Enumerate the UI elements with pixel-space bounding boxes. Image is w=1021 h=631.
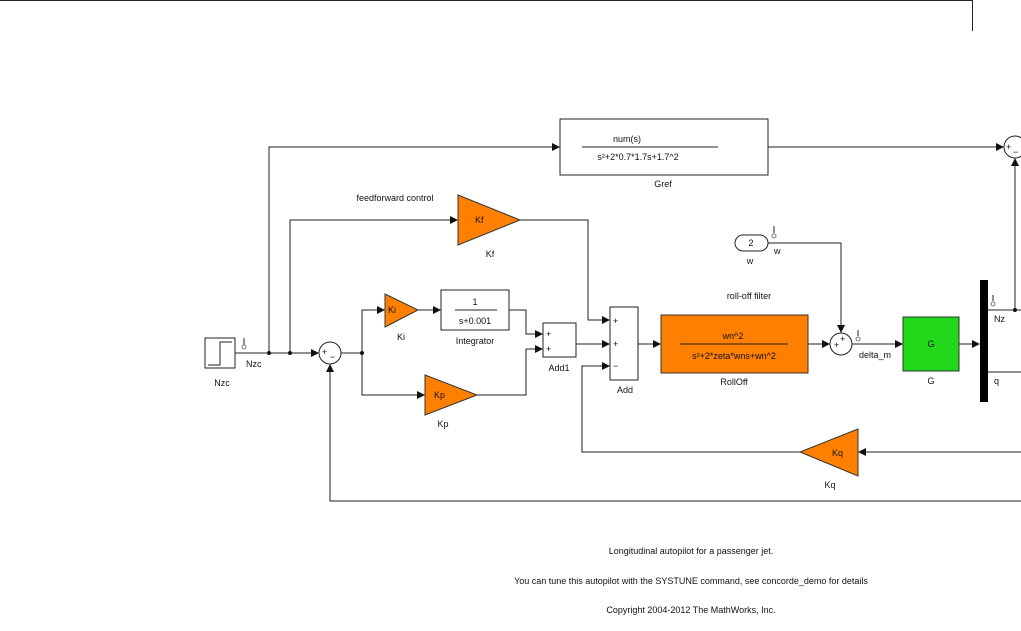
sum-block-error[interactable]: + − <box>318 341 342 365</box>
step-block-nzc[interactable] <box>204 337 236 369</box>
add-label: Add <box>617 385 633 395</box>
step-block-label: Nzc <box>214 378 230 388</box>
signal-lines <box>235 143 1021 502</box>
svg-text:+: + <box>613 316 618 326</box>
add-block[interactable]: + + − <box>609 306 639 381</box>
w-constant-label: w <box>746 256 754 266</box>
note-systune: You can tune this autopilot with the SYS… <box>514 576 868 586</box>
test-point-icon <box>855 330 861 342</box>
signal-label-w: w <box>773 246 781 256</box>
kq-gain-block[interactable]: Kq <box>798 428 859 477</box>
rolloff-annotation: roll-off filter <box>727 291 771 301</box>
plant-g-block[interactable]: G <box>902 316 960 372</box>
svg-text:+: + <box>1006 142 1011 152</box>
note-copyright: Copyright 2004-2012 The MathWorks, Inc. <box>606 605 775 615</box>
kq-label: Kq <box>824 480 835 490</box>
kp-label: Kp <box>437 419 448 429</box>
signal-label-q: q <box>994 376 999 386</box>
svg-text:Kp: Kp <box>434 390 445 400</box>
canvas-frame <box>0 0 973 31</box>
svg-text:+: + <box>840 334 845 344</box>
svg-text:+: + <box>613 339 618 349</box>
svg-text:G: G <box>927 339 934 349</box>
kf-gain-block[interactable]: Kf <box>457 194 522 246</box>
svg-text:Kf: Kf <box>475 215 484 225</box>
test-point-icon <box>771 226 777 239</box>
svg-text:+: + <box>322 347 327 357</box>
svg-text:+: + <box>546 344 551 354</box>
svg-text:2: 2 <box>748 238 753 248</box>
w-constant-block[interactable]: 2 <box>734 234 769 252</box>
svg-text:s²+2*0.7*1.7s+1.7^2: s²+2*0.7*1.7s+1.7^2 <box>597 152 678 162</box>
sum-block-tracking-error[interactable]: + − <box>1003 135 1021 159</box>
add1-block[interactable]: + + <box>542 322 577 358</box>
svg-text:num(s): num(s) <box>613 134 641 144</box>
test-point-icon <box>241 338 247 350</box>
gref-label: Gref <box>654 179 672 189</box>
svg-text:−: − <box>1013 147 1018 157</box>
svg-text:Ki: Ki <box>388 305 396 315</box>
demux-block[interactable] <box>980 280 988 402</box>
svg-text:s+0.001: s+0.001 <box>459 316 491 326</box>
feedforward-annotation: feedforward control <box>356 193 433 203</box>
kf-label: Kf <box>486 249 495 259</box>
svg-text:−: − <box>613 361 618 371</box>
rolloff-filter-block[interactable]: wn^2 s²+2*zeta*wns+wn^2 <box>660 314 809 374</box>
gref-transfer-fcn-block[interactable]: num(s) s²+2*0.7*1.7s+1.7^2 <box>559 118 769 176</box>
add1-label: Add1 <box>548 363 569 373</box>
signal-label-nz: Nz <box>994 314 1005 324</box>
kp-gain-block[interactable]: Kp <box>424 374 479 416</box>
ki-label: Ki <box>397 332 405 342</box>
integrator-block[interactable]: 1 s+0.001 <box>440 289 510 331</box>
signal-label-nzc: Nzc <box>246 359 262 369</box>
svg-text:+: + <box>834 340 839 350</box>
signal-label-delta-m: delta_m <box>859 350 891 360</box>
note-description: Longitudinal autopilot for a passenger j… <box>609 546 774 556</box>
svg-text:−: − <box>330 352 335 362</box>
svg-text:wn^2: wn^2 <box>722 331 744 341</box>
svg-text:1: 1 <box>472 297 477 307</box>
rolloff-label: RollOff <box>720 377 748 387</box>
svg-text:+: + <box>546 329 551 339</box>
ki-gain-block[interactable]: Ki <box>384 293 420 328</box>
svg-text:Kq: Kq <box>832 448 843 458</box>
sum-block-disturbance[interactable]: + + <box>829 332 853 356</box>
test-point-icon <box>990 295 996 307</box>
svg-text:s²+2*zeta*wns+wn^2: s²+2*zeta*wns+wn^2 <box>692 351 776 361</box>
integrator-label: Integrator <box>456 336 495 346</box>
plant-g-label: G <box>927 376 934 386</box>
